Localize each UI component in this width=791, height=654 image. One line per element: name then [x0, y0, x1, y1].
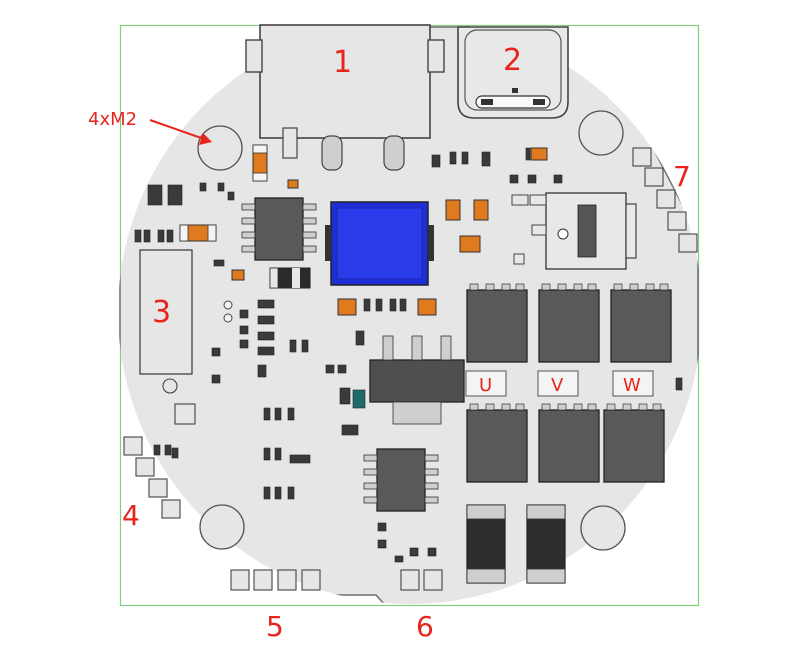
connector-1	[245, 24, 445, 171]
mount-hole-top-left	[197, 125, 243, 171]
mount-hole-bottom-left	[199, 504, 245, 550]
soic8-upper	[241, 197, 317, 261]
voltage-regulator	[369, 335, 465, 425]
pads-6	[400, 569, 443, 591]
phase-u-label: U	[479, 375, 492, 396]
module-3	[139, 249, 193, 375]
callout-1: 1	[333, 45, 352, 80]
mosfet-lower-leads	[469, 403, 662, 411]
phase-v-label: V	[551, 375, 564, 396]
mcu-chip	[325, 201, 434, 286]
phase-label-boxes	[465, 370, 654, 397]
callout-7: 7	[673, 160, 691, 193]
callout-4: 4	[122, 499, 140, 532]
diode	[269, 267, 311, 289]
mount-hole-top-right	[578, 110, 624, 156]
callout-5: 5	[266, 610, 284, 643]
via-1	[223, 300, 233, 310]
usb-c-connector-2	[457, 26, 569, 119]
teal-part	[352, 389, 366, 409]
mosfets-upper	[466, 289, 672, 363]
shunt-resistors	[466, 504, 566, 584]
phase-w-label: W	[623, 375, 641, 396]
mount-hole-bottom-right	[580, 505, 626, 551]
mosfets-lower	[466, 409, 665, 483]
smd-orange-parts	[179, 144, 548, 316]
mount-callout-label: 4xM2	[88, 109, 137, 130]
callout-2: 2	[503, 43, 522, 78]
pads-7	[632, 147, 698, 253]
pad-square	[174, 403, 196, 425]
callout-3: 3	[152, 295, 171, 330]
soic8-lower	[363, 448, 439, 512]
pads-4	[123, 436, 181, 519]
via-2	[223, 313, 233, 323]
test-point	[162, 378, 178, 394]
callout-6: 6	[416, 610, 434, 643]
mosfet-upper-leads	[469, 283, 669, 291]
pads-5	[230, 569, 321, 591]
smd-caps	[179, 144, 268, 242]
magnetic-encoder	[511, 192, 637, 270]
small-smd-components	[134, 147, 683, 563]
mount-callout-arrow	[149, 119, 212, 145]
